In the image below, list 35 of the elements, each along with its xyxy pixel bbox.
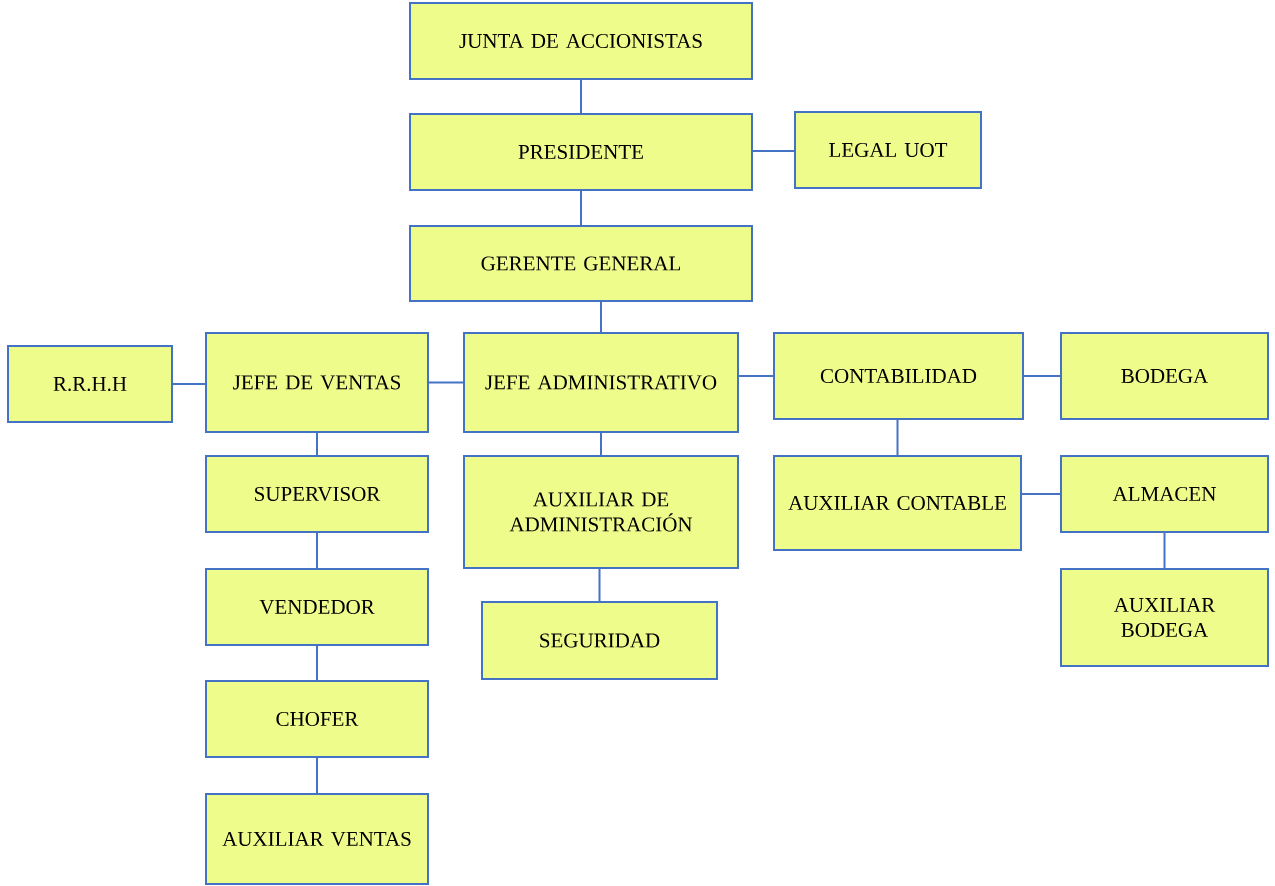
org-box: JEFE ADMINISTRATIVO (463, 332, 739, 433)
connector-line (580, 79, 582, 114)
connector-line (172, 383, 206, 385)
org-box: ALMACEN (1060, 455, 1269, 533)
org-box: SUPERVISOR (205, 455, 429, 533)
connector-line (316, 645, 318, 681)
org-box: LEGAL UOT (794, 111, 982, 189)
connector-line (752, 150, 795, 152)
connector-line (428, 381, 464, 384)
org-box: VENDEDOR (205, 568, 429, 646)
connector-line (580, 190, 582, 226)
connector-line (600, 432, 602, 456)
connector-line (1163, 532, 1166, 569)
org-box: JEFE DE VENTAS (205, 332, 429, 433)
org-box: GERENTE GENERAL (409, 225, 753, 302)
connector-line (316, 757, 318, 794)
connector-line (1021, 493, 1061, 495)
org-box: CHOFER (205, 680, 429, 758)
connector-line (600, 301, 602, 333)
connector-line (1023, 375, 1061, 377)
org-box: SEGURIDAD (481, 601, 718, 680)
org-box: CONTABILIDAD (773, 332, 1024, 420)
org-box: PRESIDENTE (409, 113, 753, 191)
org-box: R.R.H.H (7, 345, 173, 423)
connector-line (598, 568, 601, 602)
org-box: AUXILIAR DE ADMINISTRACIÓN (463, 455, 739, 569)
connector-line (316, 532, 318, 569)
org-box: AUXILIAR VENTAS (205, 793, 429, 885)
org-box: JUNTA DE ACCIONISTAS (409, 2, 753, 80)
connector-line (316, 432, 318, 456)
connector-line (896, 419, 899, 456)
org-box: AUXILIAR BODEGA (1060, 568, 1269, 667)
connector-line (738, 375, 774, 377)
org-box: BODEGA (1060, 332, 1269, 420)
org-box: AUXILIAR CONTABLE (773, 455, 1022, 551)
